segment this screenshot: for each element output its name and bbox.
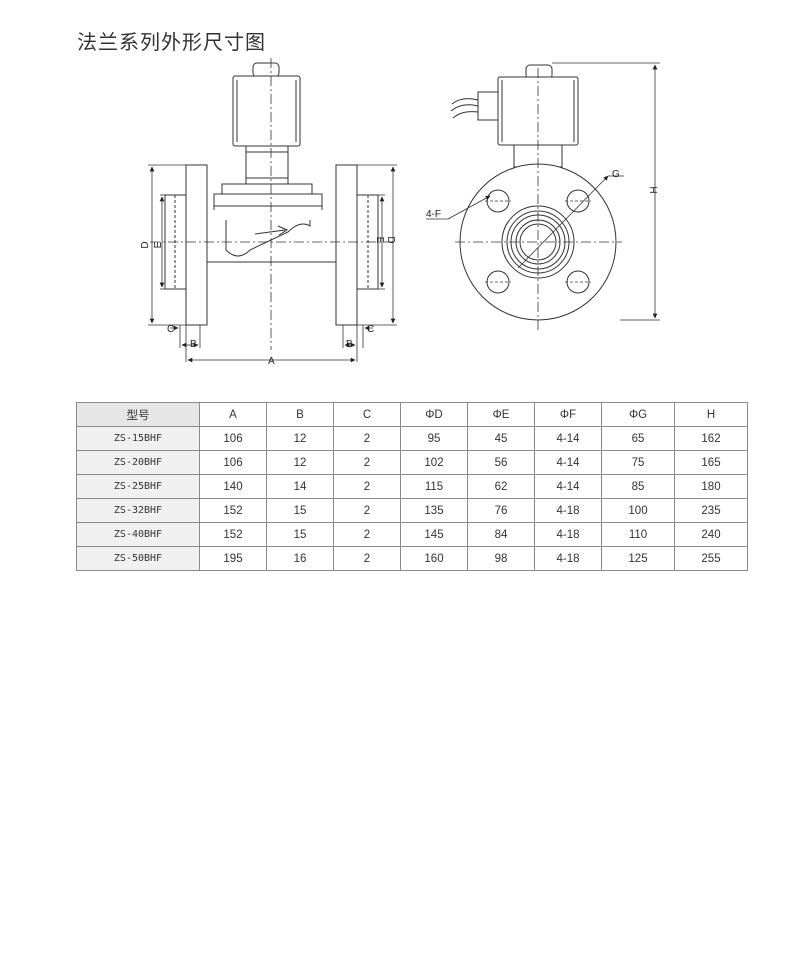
valve-side-view [150, 58, 396, 350]
cell-h: 255 [674, 546, 748, 571]
label-g: G [612, 169, 620, 180]
cell-b: 15 [266, 498, 334, 523]
cell-h: 162 [674, 426, 748, 451]
cell-a: 195 [199, 546, 267, 571]
header-d: ΦD [400, 402, 468, 427]
cell-model: ZS-50BHF [76, 546, 200, 571]
cell-d: 95 [400, 426, 468, 451]
header-c: C [333, 402, 401, 427]
cell-f: 4-18 [534, 498, 602, 523]
label-a: A [268, 356, 275, 367]
header-g: ΦG [601, 402, 675, 427]
header-a: A [199, 402, 267, 427]
cell-f: 4-14 [534, 474, 602, 499]
cell-a: 140 [199, 474, 267, 499]
front-view-dimensions [426, 62, 660, 321]
cell-a: 106 [199, 450, 267, 475]
cell-g: 65 [601, 426, 675, 451]
cell-model: ZS-40BHF [76, 522, 200, 547]
label-e-left: E [153, 241, 164, 248]
table-row: ZS-50BHF 195 16 2 160 98 4-18 125 255 [76, 546, 748, 571]
cell-c: 2 [333, 498, 401, 523]
page-title: 法兰系列外形尺寸图 [77, 30, 266, 54]
cell-c: 2 [333, 474, 401, 499]
label-d-left: D [140, 241, 151, 248]
table-row: ZS-15BHF 106 12 2 95 45 4-14 65 162 [76, 426, 748, 451]
cell-h: 235 [674, 498, 748, 523]
table-row: ZS-40BHF 152 15 2 145 84 4-18 110 240 [76, 522, 748, 547]
cell-a: 152 [199, 522, 267, 547]
cell-g: 110 [601, 522, 675, 547]
label-b-right: B [346, 339, 353, 350]
label-b-left: B [190, 339, 197, 350]
cell-b: 14 [266, 474, 334, 499]
label-c-left: C [167, 324, 174, 335]
cell-c: 2 [333, 426, 401, 451]
table-row: ZS-20BHF 106 12 2 102 56 4-14 75 165 [76, 450, 748, 475]
cell-h: 165 [674, 450, 748, 475]
table-row: ZS-32BHF 152 15 2 135 76 4-18 100 235 [76, 498, 748, 523]
cell-b: 15 [266, 522, 334, 547]
cell-model: ZS-15BHF [76, 426, 200, 451]
cell-d: 160 [400, 546, 468, 571]
header-model: 型号 [76, 402, 200, 427]
label-d-right: D [385, 236, 396, 243]
table-header-row: 型号 A B C ΦD ΦE ΦF ΦG H [76, 402, 748, 427]
header-f: ΦF [534, 402, 602, 427]
cell-d: 145 [400, 522, 468, 547]
label-f: 4-F [426, 209, 441, 220]
dimension-drawing: D E E D C B C B A H G 4-F [140, 58, 660, 367]
label-e-right: E [374, 237, 385, 244]
cell-d: 135 [400, 498, 468, 523]
cell-e: 62 [467, 474, 535, 499]
cell-e: 84 [467, 522, 535, 547]
cell-f: 4-14 [534, 426, 602, 451]
header-b: B [266, 402, 334, 427]
cell-b: 12 [266, 426, 334, 451]
cell-model: ZS-32BHF [76, 498, 200, 523]
cell-h: 180 [674, 474, 748, 499]
cell-b: 16 [266, 546, 334, 571]
table-row: ZS-25BHF 140 14 2 115 62 4-14 85 180 [76, 474, 748, 499]
cell-g: 125 [601, 546, 675, 571]
cell-c: 2 [333, 450, 401, 475]
label-h: H [647, 186, 658, 193]
cell-h: 240 [674, 522, 748, 547]
cell-d: 115 [400, 474, 468, 499]
cell-model: ZS-25BHF [76, 474, 200, 499]
cell-c: 2 [333, 546, 401, 571]
cell-e: 76 [467, 498, 535, 523]
cell-g: 85 [601, 474, 675, 499]
dimension-table: 型号 A B C ΦD ΦE ΦF ΦG H ZS-15BHF 106 12 2… [76, 402, 748, 571]
side-view-dimensions [148, 164, 397, 363]
cell-e: 98 [467, 546, 535, 571]
cell-d: 102 [400, 450, 468, 475]
cell-c: 2 [333, 522, 401, 547]
valve-front-view [450, 64, 622, 330]
cell-e: 45 [467, 426, 535, 451]
cell-g: 75 [601, 450, 675, 475]
cell-e: 56 [467, 450, 535, 475]
dimension-labels: D E E D C B C B A H G 4-F [140, 169, 658, 367]
header-e: ΦE [467, 402, 535, 427]
label-c-right: C [367, 324, 374, 335]
cell-a: 106 [199, 426, 267, 451]
cell-f: 4-14 [534, 450, 602, 475]
header-h: H [674, 402, 748, 427]
cell-model: ZS-20BHF [76, 450, 200, 475]
cell-f: 4-18 [534, 546, 602, 571]
cell-b: 12 [266, 450, 334, 475]
cell-a: 152 [199, 498, 267, 523]
cell-g: 100 [601, 498, 675, 523]
cell-f: 4-18 [534, 522, 602, 547]
